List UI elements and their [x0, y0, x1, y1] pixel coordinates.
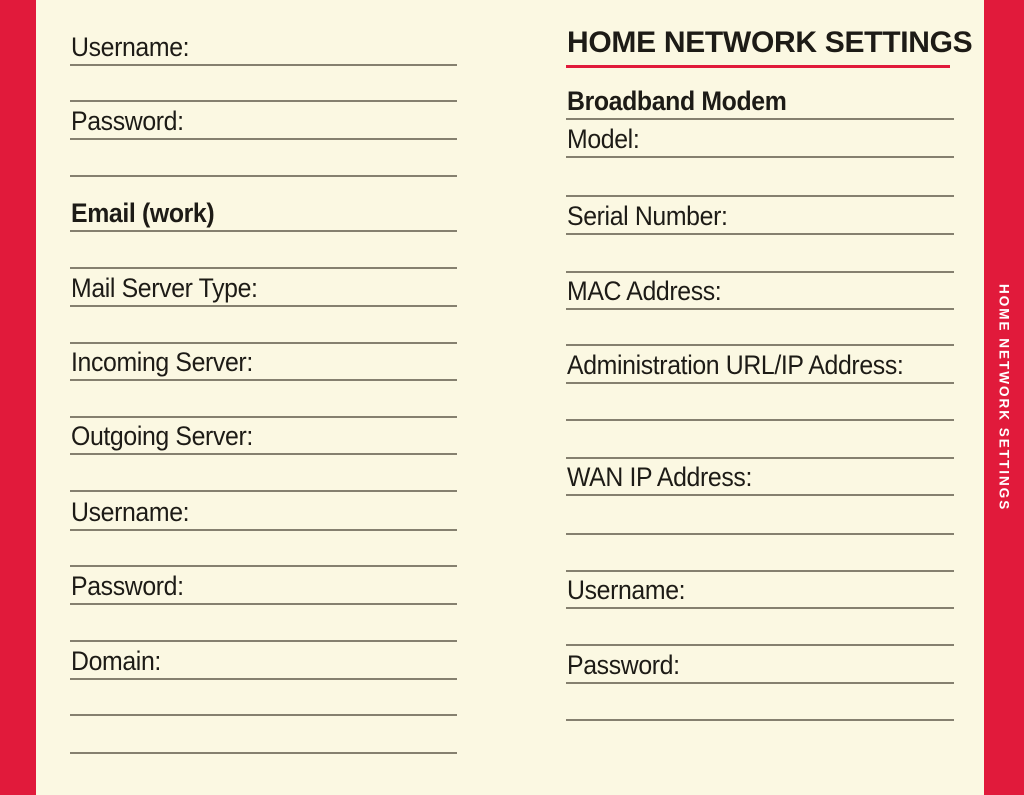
ruled-line	[70, 230, 457, 232]
ruled-line	[70, 100, 457, 102]
right-tab-band: HOME NETWORK SETTINGS	[984, 0, 1024, 795]
page-title: HOME NETWORK SETTINGS	[567, 26, 973, 59]
ruled-line	[566, 271, 954, 273]
ruled-line	[566, 719, 954, 721]
field-label-model: Model:	[567, 124, 640, 154]
ruled-line	[566, 682, 954, 684]
ruled-line	[566, 570, 954, 572]
ruled-line	[566, 494, 954, 496]
field-label-incoming-server: Incoming Server:	[71, 347, 253, 377]
ruled-line	[70, 342, 457, 344]
field-label-password-3: Password:	[567, 650, 680, 680]
field-label-mac-address: MAC Address:	[567, 276, 722, 306]
ruled-line	[566, 419, 954, 421]
field-label-admin-url-ip: Administration URL/IP Address:	[567, 350, 904, 380]
left-page-column: Username: Password: Email (work) Mail Se…	[70, 0, 457, 795]
right-page-column: HOME NETWORK SETTINGS Broadband Modem Mo…	[566, 0, 973, 795]
ruled-line	[566, 344, 954, 346]
ruled-line	[566, 607, 954, 609]
field-label-password-1: Password:	[71, 106, 184, 136]
spine-tab-label: HOME NETWORK SETTINGS	[996, 283, 1012, 512]
left-binding-band	[0, 0, 36, 795]
ruled-line	[70, 453, 457, 455]
ruled-line	[70, 64, 457, 66]
ruled-line	[566, 156, 954, 158]
ruled-line	[70, 640, 457, 642]
ruled-line	[70, 565, 457, 567]
ruled-line	[566, 195, 954, 197]
ruled-line	[70, 138, 457, 140]
ruled-line	[566, 233, 954, 235]
field-label-domain: Domain:	[71, 646, 161, 676]
ruled-line	[566, 457, 954, 459]
ruled-line	[70, 305, 457, 307]
section-heading-broadband-modem: Broadband Modem	[567, 86, 787, 116]
field-label-mail-server-type: Mail Server Type:	[71, 273, 258, 303]
ruled-line	[70, 529, 457, 531]
field-label-password-2: Password:	[71, 571, 184, 601]
title-underline	[566, 65, 950, 68]
ruled-line	[70, 379, 457, 381]
ruled-line	[70, 752, 457, 754]
ruled-line	[566, 308, 954, 310]
field-label-username-2: Username:	[71, 497, 190, 527]
ruled-line	[70, 714, 457, 716]
ruled-line	[566, 118, 954, 120]
field-label-wan-ip-address: WAN IP Address:	[567, 462, 752, 492]
ruled-line	[566, 533, 954, 535]
ruled-line	[70, 175, 457, 177]
ruled-line	[566, 644, 954, 646]
field-label-serial-number: Serial Number:	[567, 201, 728, 231]
ruled-line	[70, 416, 457, 418]
field-label-outgoing-server: Outgoing Server:	[71, 421, 253, 451]
ruled-line	[70, 267, 457, 269]
ruled-line	[566, 382, 954, 384]
field-label-username-1: Username:	[71, 32, 190, 62]
ruled-line	[70, 678, 457, 680]
section-heading-email-work: Email (work)	[71, 198, 215, 228]
field-label-username-3: Username:	[567, 575, 686, 605]
ruled-line	[70, 490, 457, 492]
ruled-line	[70, 603, 457, 605]
